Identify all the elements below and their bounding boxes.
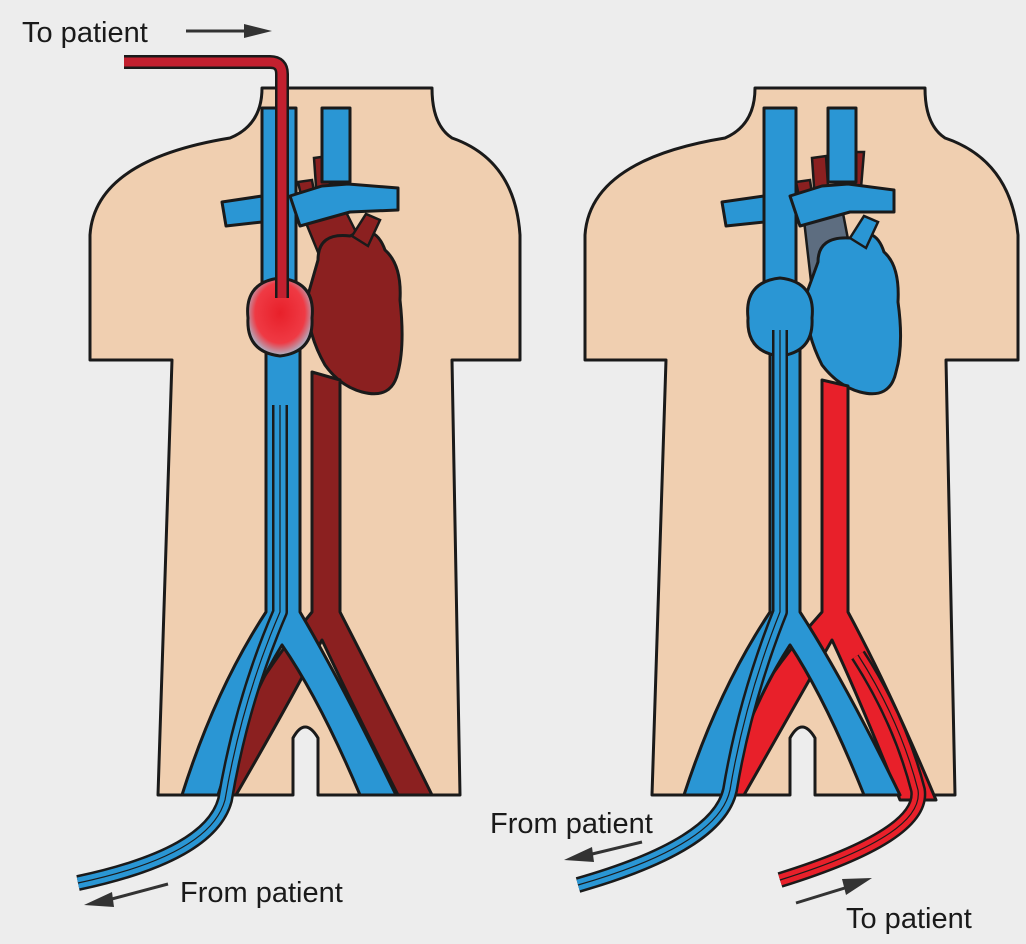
left-figure [78, 62, 520, 883]
arrow-up-right-icon [796, 878, 872, 903]
right-figure [578, 88, 1018, 885]
label-to-patient-top-left: To patient [22, 17, 148, 49]
label-from-patient-right: From patient [490, 808, 653, 840]
arrow-down-left-icon [84, 884, 168, 907]
arrow-right-icon [186, 24, 272, 38]
arrow-down-left-icon [564, 842, 642, 862]
label-from-patient-bottom-left: From patient [180, 877, 343, 909]
label-to-patient-bottom-right: To patient [846, 903, 972, 935]
